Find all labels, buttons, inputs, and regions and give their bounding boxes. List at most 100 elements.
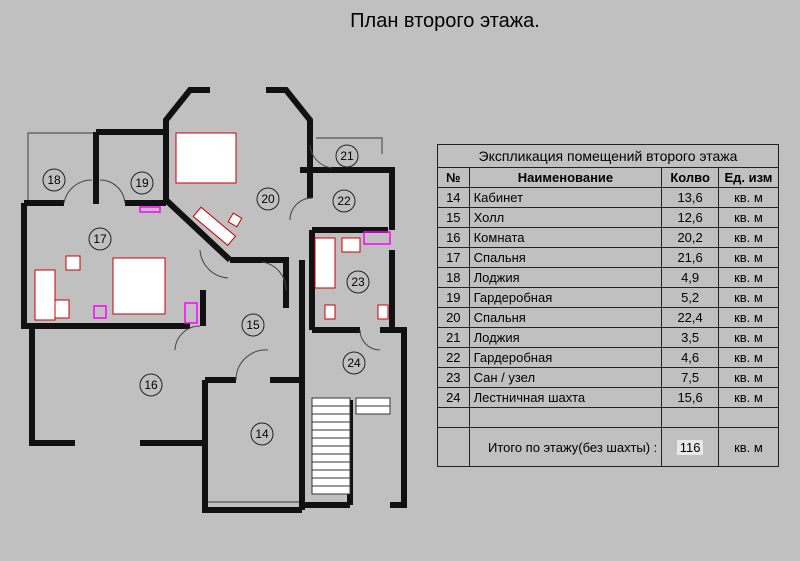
- header-no: №: [437, 167, 470, 188]
- room-label-16: 16: [139, 373, 163, 397]
- room-no: 21: [437, 327, 470, 348]
- explication-table: Экспликация помещений второго этажа № На…: [437, 144, 780, 467]
- room-label-21: 21: [335, 144, 359, 168]
- room-unit: кв. м: [717, 347, 780, 368]
- page-title: План второго этажа.: [350, 10, 540, 32]
- table-caption: Экспликация помещений второго этажа: [437, 144, 779, 168]
- svg-text:16: 16: [144, 378, 158, 392]
- bed-room-20: [175, 132, 237, 184]
- staircase: [311, 397, 391, 495]
- room-no: 19: [437, 287, 470, 308]
- room-name: Холл: [468, 207, 663, 228]
- room-qty: 20,2: [661, 227, 719, 248]
- room-name: Лоджия: [468, 327, 663, 348]
- room-label-23: 23: [346, 270, 370, 294]
- svg-text:18: 18: [47, 173, 61, 187]
- room-label-17: 17: [88, 227, 112, 251]
- wardrobe: [34, 269, 56, 321]
- svg-text:15: 15: [246, 318, 260, 332]
- door-swings: [63, 144, 381, 381]
- svg-text:24: 24: [347, 356, 361, 370]
- room-unit: кв. м: [717, 387, 780, 408]
- room-qty: 4,6: [661, 347, 719, 368]
- furniture: [34, 132, 389, 321]
- dresser: [54, 299, 70, 319]
- room-qty: 15,6: [661, 387, 719, 408]
- svg-text:21: 21: [340, 149, 354, 163]
- room-qty: 21,6: [661, 247, 719, 268]
- header-name: Наименование: [468, 167, 663, 188]
- room-no: 22: [437, 347, 470, 368]
- washbasin: [341, 237, 361, 253]
- svg-text:19: 19: [135, 176, 149, 190]
- room-name: Гардеробная: [468, 347, 663, 368]
- bed-room-17: [112, 257, 166, 315]
- walls: [21, 87, 407, 513]
- room-unit: кв. м: [717, 207, 780, 228]
- room-qty: 22,4: [661, 307, 719, 328]
- magenta-fixtures: [93, 206, 391, 324]
- total-label: Итого по этажу(без шахты) :: [468, 427, 663, 467]
- svg-text:23: 23: [351, 275, 365, 289]
- bidet: [377, 304, 389, 320]
- room-qty: 5,2: [661, 287, 719, 308]
- room-name: Спальня: [468, 247, 663, 268]
- svg-text:20: 20: [261, 192, 275, 206]
- total-row: Итого по этажу(без шахты) : 116 кв. м: [437, 427, 780, 467]
- room-name: Кабинет: [468, 187, 663, 208]
- svg-text:17: 17: [93, 232, 107, 246]
- room-name: Комната: [468, 227, 663, 248]
- railing-lines: [27, 132, 383, 503]
- room-label-18: 18: [42, 168, 66, 192]
- room-qty: 13,6: [661, 187, 719, 208]
- room-label-22: 22: [332, 189, 356, 213]
- room-no: 23: [437, 367, 470, 388]
- desk-chair: [227, 212, 243, 228]
- header-qty: Колво: [661, 167, 719, 188]
- room-label-15: 15: [241, 313, 265, 337]
- toilet: [324, 304, 336, 320]
- room-name: Лестничная шахта: [468, 387, 663, 408]
- chair: [65, 255, 81, 271]
- room-unit: кв. м: [717, 247, 780, 268]
- room-label-24: 24: [342, 351, 366, 375]
- room-unit: кв. м: [717, 327, 780, 348]
- room-no: 20: [437, 307, 470, 328]
- room-unit: кв. м: [717, 267, 780, 288]
- total-value: 116: [676, 439, 704, 455]
- room-qty: 12,6: [661, 207, 719, 228]
- svg-text:22: 22: [337, 194, 351, 208]
- room-name: Сан / узел: [468, 367, 663, 388]
- total-unit: кв. м: [717, 427, 780, 467]
- room-label-20: 20: [256, 187, 280, 211]
- room-label-19: 19: [130, 171, 154, 195]
- room-qty: 4,9: [661, 267, 719, 288]
- room-no: 16: [437, 227, 470, 248]
- table-header-row: № Наименование Колво Ед. изм: [437, 167, 780, 188]
- room-label-14: 14: [250, 422, 274, 446]
- room-no: 18: [437, 267, 470, 288]
- header-unit: Ед. изм: [717, 167, 780, 188]
- table-caption-row: Экспликация помещений второго этажа: [437, 144, 779, 168]
- room-no: 15: [437, 207, 470, 228]
- room-no: 24: [437, 387, 470, 408]
- room-unit: кв. м: [717, 287, 780, 308]
- room-name: Лоджия: [468, 267, 663, 288]
- bathtub: [314, 237, 336, 289]
- room-no: 14: [437, 187, 470, 208]
- room-name: Гардеробная: [468, 287, 663, 308]
- room-unit: кв. м: [717, 367, 780, 388]
- room-name: Спальня: [468, 307, 663, 328]
- svg-text:14: 14: [255, 427, 269, 441]
